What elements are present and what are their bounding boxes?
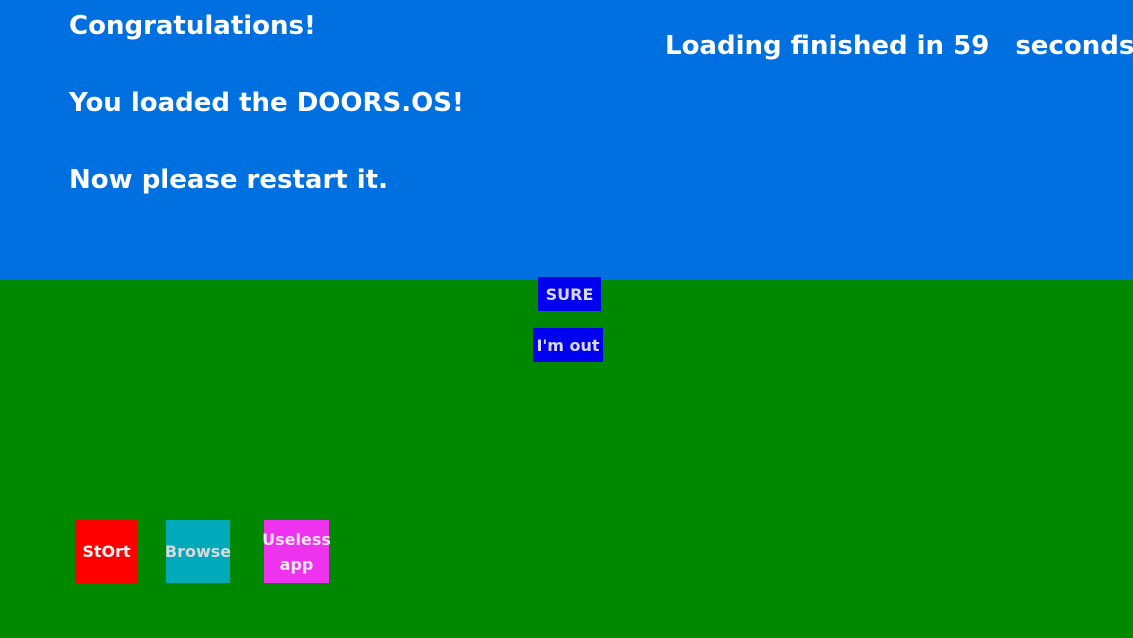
restart-message: Now please restart it. — [69, 165, 388, 195]
im-out-button[interactable]: I'm out — [533, 328, 603, 362]
congratulations-text: Congratulations! — [69, 11, 316, 41]
loading-prefix: Loading finished in — [665, 31, 945, 61]
loading-suffix: seconds — [1015, 31, 1133, 61]
sky-panel — [0, 0, 1133, 280]
useless-app-button[interactable]: Useless app — [262, 520, 331, 583]
loading-seconds-value: 59 — [953, 31, 990, 61]
loaded-message: You loaded the DOORS.OS! — [69, 88, 464, 118]
start-app-button[interactable]: StOrt — [75, 520, 138, 583]
browse-app-button[interactable]: Browse — [165, 520, 231, 583]
loading-status: Loading finished in 59 seconds — [665, 31, 1133, 61]
sure-button[interactable]: SURE — [538, 277, 601, 311]
